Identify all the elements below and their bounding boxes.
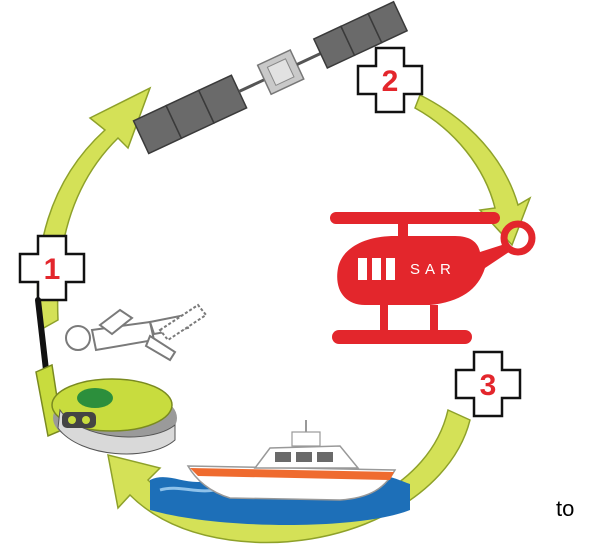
step-badge-1: 1 bbox=[20, 236, 84, 300]
step-badge-2: 2 bbox=[358, 48, 422, 112]
step-badge-3: 3 bbox=[456, 352, 520, 416]
step-number-2: 2 bbox=[382, 65, 399, 98]
step-number-1: 1 bbox=[44, 253, 61, 286]
step-number-3: 3 bbox=[480, 369, 497, 402]
rotor-blade bbox=[330, 212, 500, 224]
person-icon bbox=[66, 305, 206, 360]
boat-icon bbox=[150, 420, 410, 525]
helicopter-windows bbox=[358, 258, 395, 280]
trailing-text: to bbox=[556, 496, 574, 522]
helicopter-skid bbox=[332, 330, 472, 344]
helicopter-label: SAR bbox=[410, 261, 456, 278]
